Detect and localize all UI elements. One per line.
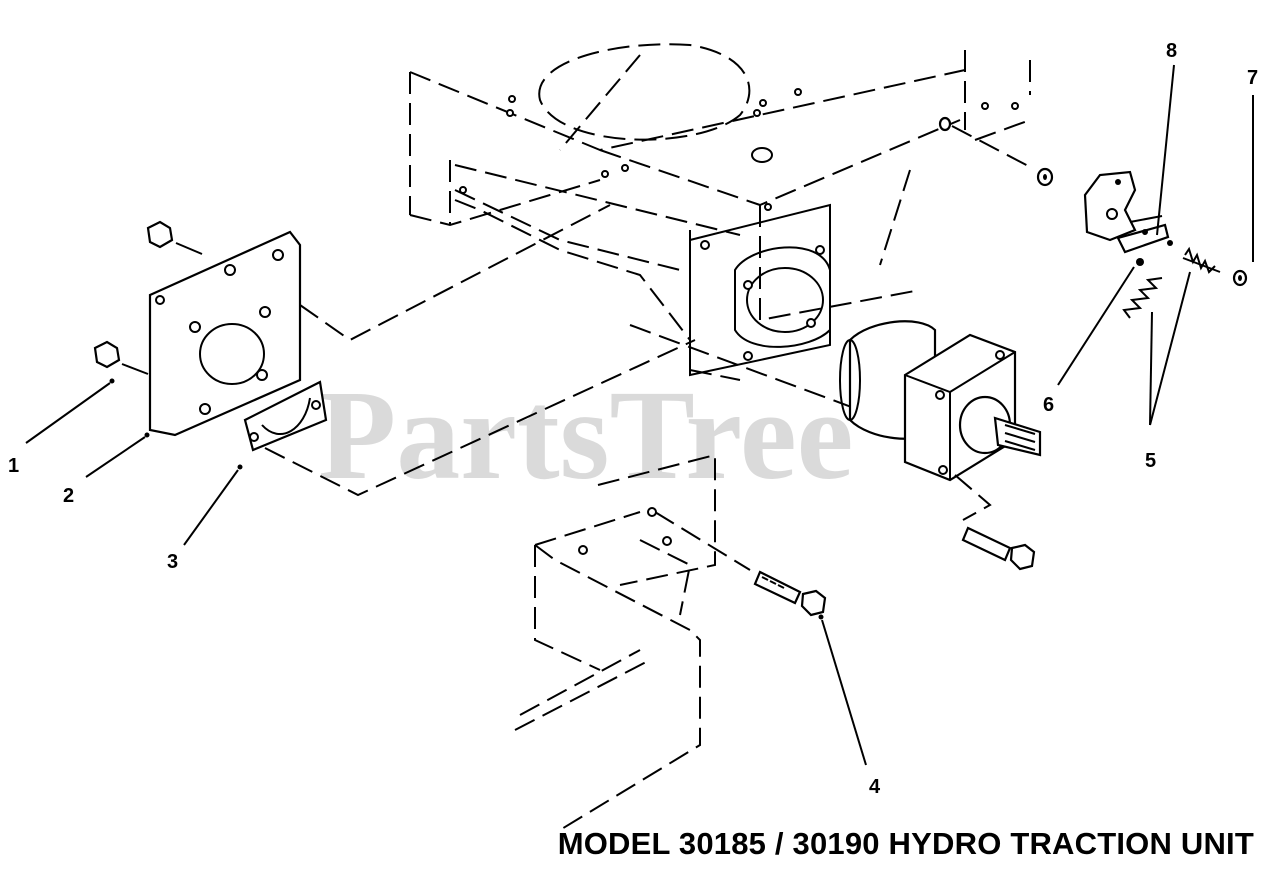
small-clip bbox=[1136, 240, 1173, 266]
hydro-motor bbox=[839, 320, 1042, 482]
control-bracket bbox=[1083, 170, 1170, 254]
watermark: PartsTree bbox=[318, 364, 853, 506]
chassis-frame bbox=[409, 43, 1031, 381]
model-caption: MODEL 30185 / 30190 HYDRO TRACTION UNIT bbox=[557, 826, 1254, 861]
washer-left bbox=[1036, 167, 1054, 187]
callout-8: 8 bbox=[1166, 40, 1177, 62]
washer-right bbox=[1232, 269, 1248, 287]
callout-2: 2 bbox=[63, 485, 74, 507]
nut-upper bbox=[146, 220, 203, 255]
spring-upper bbox=[1182, 246, 1221, 274]
adapter-plate bbox=[148, 230, 302, 437]
callout-1: 1 bbox=[8, 455, 19, 477]
lower-bracket bbox=[514, 453, 716, 831]
leader-lines bbox=[25, 64, 1254, 766]
gasket bbox=[243, 380, 328, 452]
callout-7: 7 bbox=[1247, 67, 1258, 89]
callout-4: 4 bbox=[869, 776, 881, 798]
spring-lower bbox=[1122, 277, 1163, 319]
callout-3: 3 bbox=[167, 551, 178, 573]
washer-frame bbox=[938, 116, 1033, 169]
part-4-bolt bbox=[654, 511, 827, 617]
nut-lower bbox=[93, 340, 149, 375]
callout-5: 5 bbox=[1145, 450, 1156, 472]
callout-6: 6 bbox=[1043, 394, 1054, 416]
motor-bolt bbox=[954, 474, 1036, 571]
